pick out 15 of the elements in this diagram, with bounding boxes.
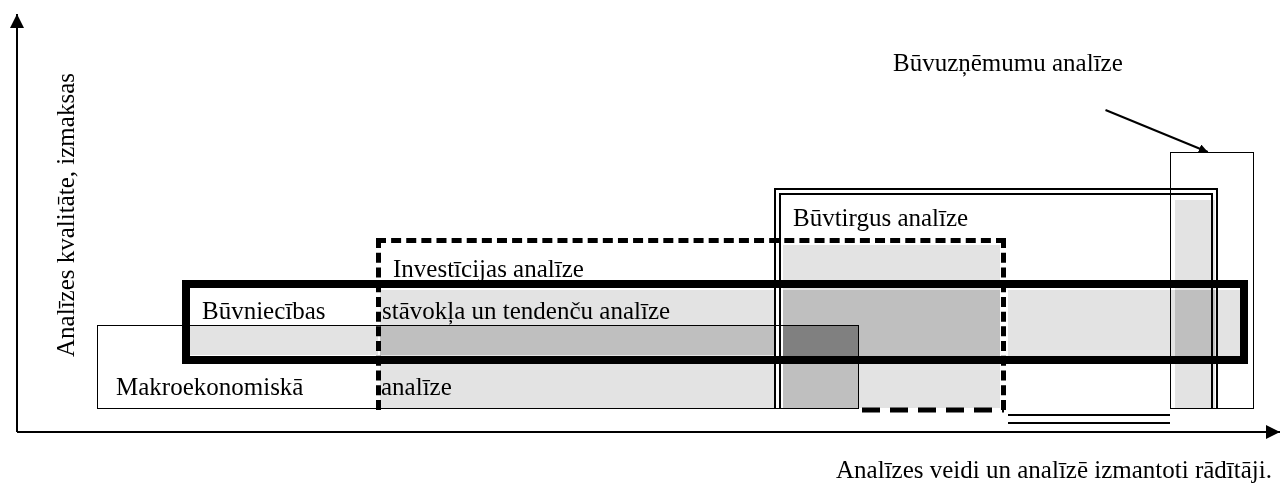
analysis-box [97,325,859,409]
callout-label: Būvuzņēmumu analīze [893,50,1123,75]
axis-label: Analīzes veidi un analīzē izmantoti rādītāji. [836,457,1272,482]
box-label: Investīcijas analīze [393,256,584,281]
analysis-box [182,280,1248,364]
analysis-box [774,188,1218,409]
analysis-box [1170,152,1254,409]
box-label: analīze [381,374,452,399]
box-label: Būvniecības [202,298,326,323]
box-label: Būvtirgus analīze [793,205,969,230]
box-label: Makroekonomiskā [116,374,304,399]
leader-arrow [1104,109,1209,153]
analysis-box [376,238,1006,410]
axis-label: Analīzes kvalitāte, izmaksas [52,73,78,357]
box-label: stāvokļa un tendenču analīze [382,298,671,323]
